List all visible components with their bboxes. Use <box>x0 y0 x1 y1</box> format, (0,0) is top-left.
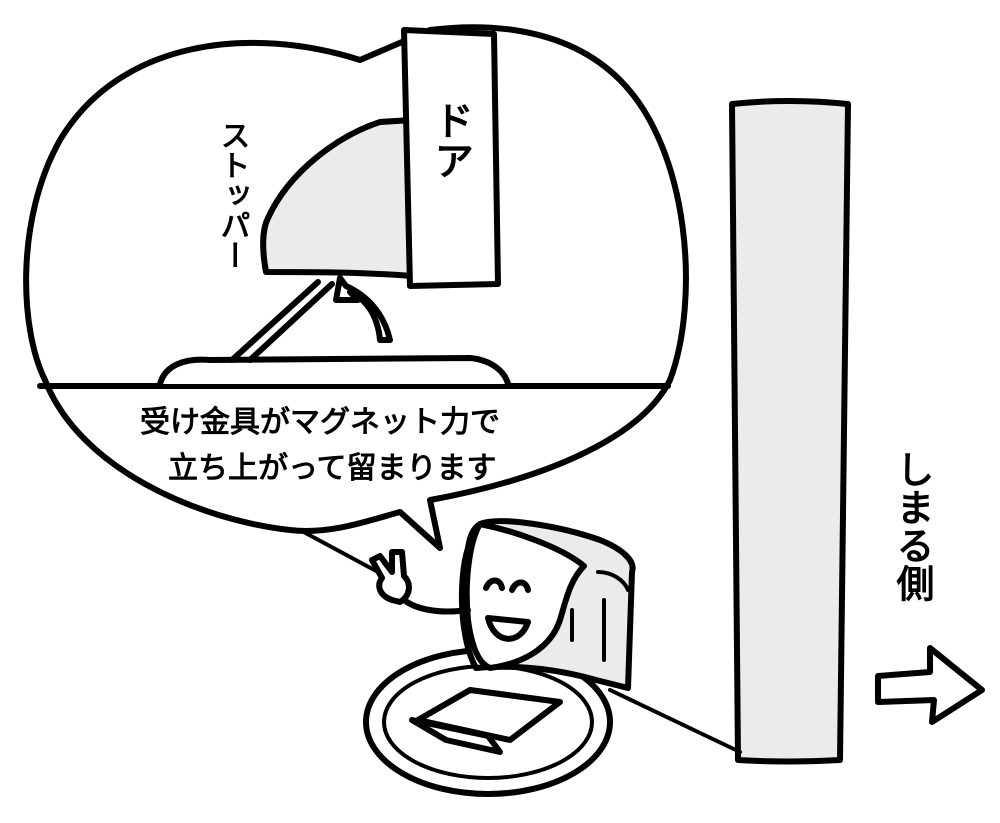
caption-line-2: 立ち上がって留まります <box>168 451 497 486</box>
stopper-arm <box>229 279 335 363</box>
stopper-block <box>260 117 415 279</box>
guide-line-left <box>298 528 380 574</box>
closing-side-label: しまる側 <box>890 450 935 602</box>
door-label: ドア <box>427 100 473 180</box>
right-arrow-icon <box>875 645 985 725</box>
stopper-label: ストッパー <box>215 120 250 270</box>
receiving-plate <box>157 355 511 387</box>
guide-line-right <box>608 688 742 754</box>
curved-up-arrow-icon <box>333 275 393 343</box>
speech-bubble <box>23 24 689 551</box>
caption-line-1: 受け金具がマグネット力で <box>140 405 500 440</box>
door-stopper-mascot <box>363 518 636 797</box>
door-panel <box>401 27 501 289</box>
door-edge-bar <box>729 98 851 765</box>
